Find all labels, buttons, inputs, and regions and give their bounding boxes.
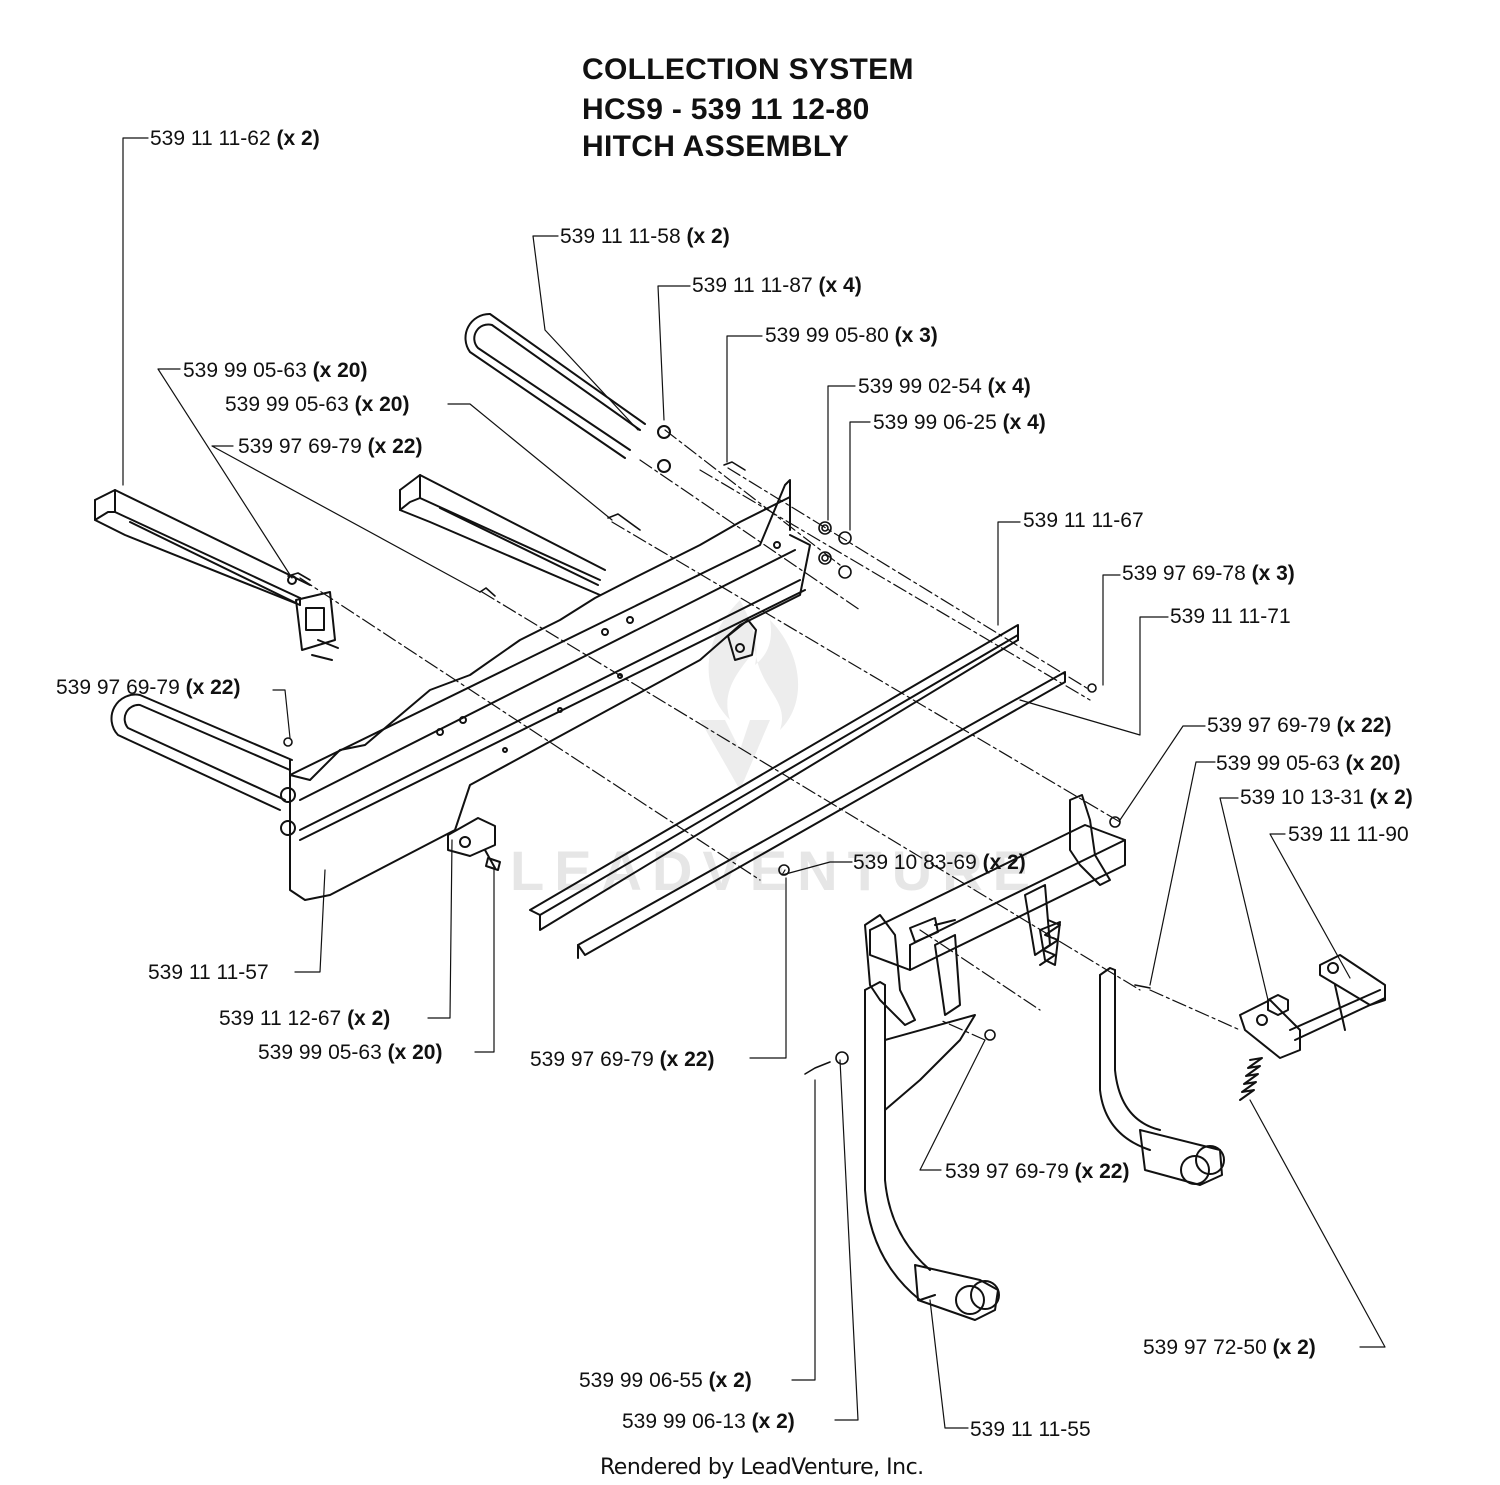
callout-539-99-05-63-a: 539 99 05-63 (x 20)	[183, 359, 368, 382]
callout-539-11-11-90: 539 11 11-90	[1288, 823, 1409, 846]
callout-539-99-05-63-d: 539 99 05-63 (x 20)	[258, 1041, 443, 1064]
diagram-title-line-2: HCS9 - 539 11 12-80	[582, 93, 870, 126]
assembly-center-lines	[299, 429, 1241, 1041]
callout-539-11-12-67: 539 11 12-67 (x 2)	[219, 1007, 391, 1030]
hitch-latch-spring-part	[1039, 919, 1061, 966]
callout-539-99-06-25: 539 99 06-25 (x 4)	[873, 411, 1046, 434]
callout-539-97-69-79-a: 539 97 69-79 (x 22)	[238, 435, 423, 458]
callout-539-99-06-55: 539 99 06-55 (x 2)	[579, 1369, 752, 1392]
main-frame-part	[280, 479, 811, 901]
callout-539-99-06-13: 539 99 06-13 (x 2)	[622, 1410, 795, 1433]
upper-flat-bar-part	[529, 624, 1019, 931]
callout-539-99-05-80: 539 99 05-80 (x 3)	[765, 324, 938, 347]
left-rail-part	[94, 489, 339, 661]
callout-539-11-11-71: 539 11 11-71	[1170, 605, 1291, 628]
callout-539-11-11-62: 539 11 11-62 (x 2)	[150, 127, 320, 150]
callout-539-11-11-87: 539 11 11-87 (x 4)	[692, 274, 862, 297]
callout-539-97-69-78: 539 97 69-78 (x 3)	[1122, 562, 1295, 585]
callout-539-97-69-79-e: 539 97 69-79 (x 22)	[945, 1160, 1130, 1183]
hitch-frame-part	[864, 794, 1225, 1321]
callout-539-11-11-55: 539 11 11-55	[970, 1418, 1091, 1441]
diagram-title-line-1: COLLECTION SYSTEM	[582, 53, 914, 86]
callout-539-97-69-79-c: 539 97 69-79 (x 22)	[1207, 714, 1392, 737]
callout-539-97-69-79-b: 539 97 69-79 (x 22)	[56, 676, 241, 699]
lower-flat-bar-part	[577, 671, 1066, 959]
callout-539-99-05-63-b: 539 99 05-63 (x 20)	[225, 393, 410, 416]
callout-539-10-83-69: 539 10 83-69 (x 2)	[853, 851, 1026, 874]
callout-539-11-11-58: 539 11 11-58 (x 2)	[560, 225, 730, 248]
top-u-handle-part	[464, 312, 671, 473]
leader-lines	[122, 137, 1386, 1429]
right-rail-part	[399, 474, 606, 596]
callout-539-97-72-50: 539 97 72-50 (x 2)	[1143, 1336, 1316, 1359]
spring-part	[1239, 1057, 1263, 1101]
callout-539-11-11-67: 539 11 11-67	[1023, 509, 1144, 532]
lower-bracket-part	[447, 817, 501, 871]
callout-539-11-11-57: 539 11 11-57	[148, 961, 269, 984]
fasteners	[283, 461, 1151, 1075]
callout-539-99-02-54: 539 99 02-54 (x 4)	[858, 375, 1031, 398]
callout-539-99-05-63-c: 539 99 05-63 (x 20)	[1216, 752, 1401, 775]
callout-539-10-13-31: 539 10 13-31 (x 2)	[1240, 786, 1413, 809]
callout-539-97-69-79-d: 539 97 69-79 (x 22)	[530, 1048, 715, 1071]
bottom-u-handle-part	[110, 693, 293, 811]
diagram-title-line-3: HITCH ASSEMBLY	[582, 130, 850, 163]
hitch-pin-plate-part	[1239, 954, 1386, 1059]
render-credit: Rendered by LeadVenture, Inc.	[600, 1455, 924, 1480]
